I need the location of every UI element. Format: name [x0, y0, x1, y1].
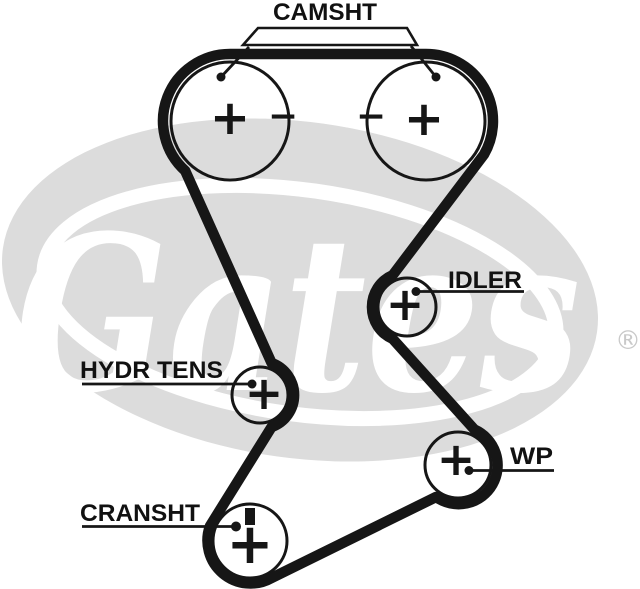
plus-mark-idler: + — [386, 277, 425, 331]
camshaft-leader-right — [409, 45, 438, 78]
crankshaft-timing-mark-icon — [245, 508, 255, 525]
tensioner-callout: HYDR TENS — [80, 357, 257, 389]
idler-label: IDLER — [448, 267, 522, 294]
crankshaft-callout: CRANSHT — [80, 500, 241, 532]
leader-dot — [431, 72, 441, 82]
gates-watermark: Gates ® — [2, 118, 640, 462]
idler-pulley — [376, 276, 438, 338]
camshaft-bracket — [240, 26, 420, 47]
camshaft-label: CAMSHT — [273, 0, 377, 26]
water-pump-label: WP — [510, 443, 553, 470]
plus-mark-camshaft-right: + — [404, 91, 444, 147]
camshaft-leader-left — [219, 46, 251, 78]
plus-mark-camshaft-left: + — [210, 90, 250, 146]
leader-dot — [216, 72, 226, 82]
plus-mark-water-pump: + — [437, 432, 476, 486]
minus-mark-camshaft-right: − — [356, 96, 386, 137]
plus-mark-crankshaft: + — [227, 512, 274, 577]
leader-dot — [231, 521, 241, 532]
tensioner-pulley — [230, 365, 290, 425]
registered-trademark-icon: ® — [615, 326, 640, 356]
crankshaft-label: CRANSHT — [80, 500, 200, 527]
minus-mark-camshaft-left: − — [268, 96, 298, 137]
leader-dot — [247, 379, 257, 389]
tensioner-label: HYDR TENS — [80, 357, 223, 384]
timing-belt — [157, 48, 503, 589]
crankshaft-pulley — [211, 502, 289, 580]
leader-dot — [464, 466, 474, 475]
camshaft-right-pulley — [365, 60, 487, 182]
pulley-marks: + − − + + + + + — [210, 90, 475, 577]
camshaft-left-pulley — [169, 60, 291, 182]
water-pump-pulley — [423, 430, 493, 500]
idler-callout: IDLER — [411, 267, 524, 296]
leader-dot — [411, 287, 421, 296]
plus-mark-tensioner: + — [245, 366, 284, 420]
camshaft-callout: CAMSHT — [216, 0, 441, 82]
pulleys — [169, 60, 493, 580]
water-pump-callout: WP — [464, 443, 554, 475]
